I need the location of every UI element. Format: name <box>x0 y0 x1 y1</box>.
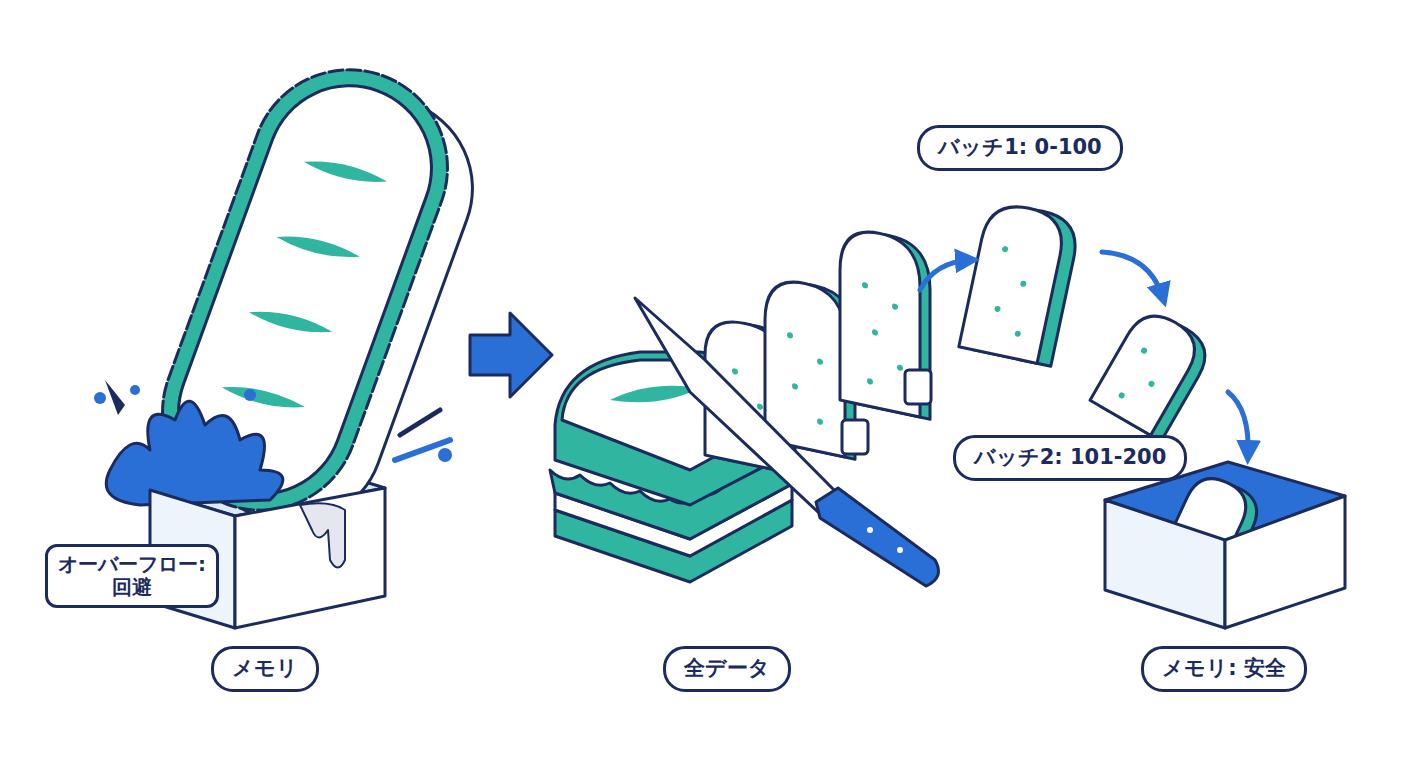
label-pill: メモリ: 安全 <box>1141 646 1307 691</box>
callout-box: オーバーフロー: 回避 <box>45 544 219 608</box>
label-text: メモリ: 安全 <box>1162 656 1286 681</box>
label-text: バッチ1: 0-100 <box>938 135 1101 160</box>
label-pill: バッチ2: 101-200 <box>953 435 1188 480</box>
label-text: メモリ <box>232 656 298 681</box>
label-text: バッチ2: 101-200 <box>974 445 1167 470</box>
label-text: オーバーフロー: 回避 <box>58 553 206 599</box>
label-text: 全データ <box>684 656 770 681</box>
label-pill: メモリ <box>211 646 319 691</box>
label-pill: 全データ <box>663 646 791 691</box>
label-pill: バッチ1: 0-100 <box>917 125 1122 170</box>
